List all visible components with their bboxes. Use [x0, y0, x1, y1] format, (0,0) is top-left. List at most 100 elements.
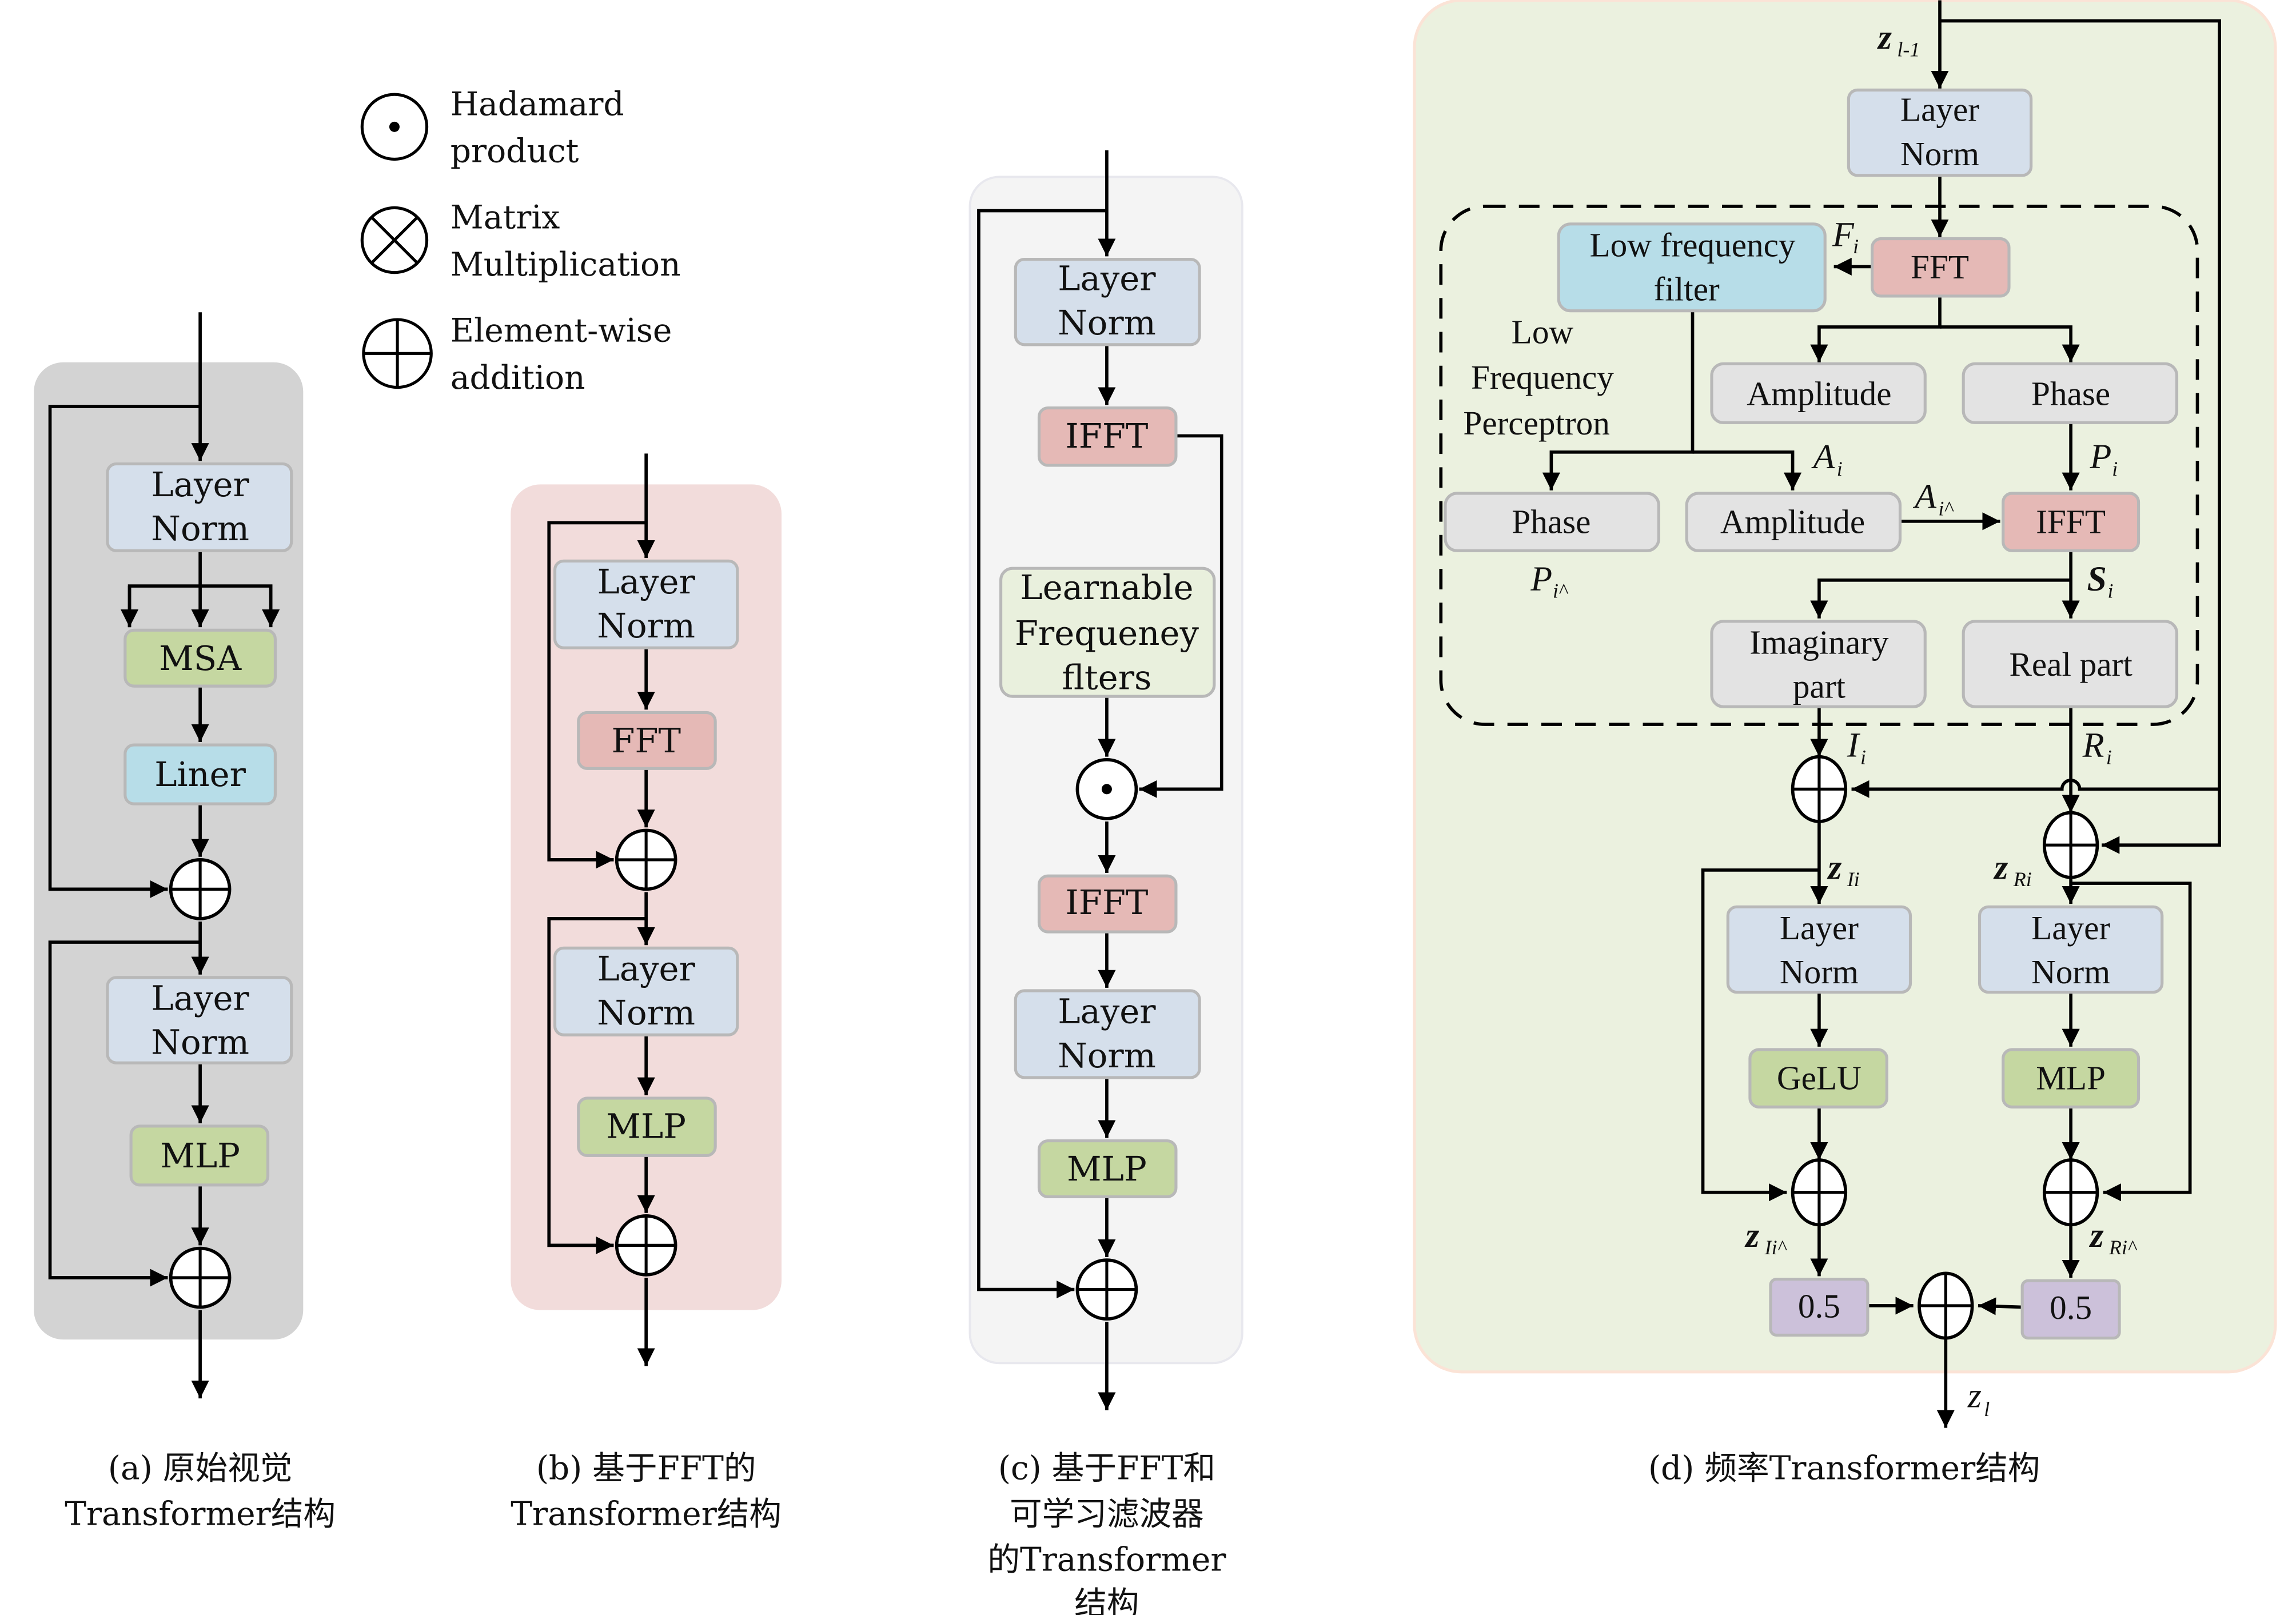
- symbol-sub: i: [1837, 457, 1843, 480]
- block-label: MLP: [2036, 1059, 2106, 1096]
- legend-label: product: [451, 133, 579, 170]
- block-label: FFT: [611, 721, 681, 760]
- element-wise-addition-icon: [2042, 1158, 2099, 1227]
- symbol-base: I: [1847, 726, 1860, 765]
- symbol-P-hat: P i^: [1530, 560, 1569, 603]
- symbol-sub: Ii: [1847, 868, 1860, 891]
- real-part-block: Real part: [1962, 620, 2179, 708]
- panel-c-caption: 的Transformer: [987, 1541, 1226, 1578]
- symbol-sub: l-1: [1897, 38, 1920, 61]
- block-label: Liner: [154, 755, 246, 794]
- symbol-base: z: [1877, 18, 1892, 57]
- legend-label: addition: [451, 359, 585, 397]
- amplitude-block: Amplitude: [1710, 362, 1927, 424]
- block-label: Layer: [2031, 909, 2110, 947]
- legend-label: Element-wise: [451, 312, 672, 350]
- hadamard-product-icon: [1075, 758, 1138, 820]
- ifft-block: IFFT: [1037, 406, 1178, 467]
- legend: Hadamard product Matrix Multiplication E…: [360, 85, 681, 397]
- matrix-multiplication-icon: [360, 206, 429, 274]
- block-label: Norm: [597, 993, 695, 1032]
- block-label: Layer: [1058, 259, 1156, 298]
- block-label: filter: [1654, 270, 1720, 308]
- element-wise-addition-icon: [169, 1246, 232, 1309]
- block-label: part: [1793, 668, 1846, 705]
- symbol-S: S i: [2087, 560, 2113, 603]
- block-label: Layer: [151, 978, 249, 1018]
- symbol-z-real-hat: z Ri^: [2089, 1216, 2138, 1259]
- symbol-z-real: z Ri: [1993, 848, 2031, 891]
- mlp-block: MLP: [2002, 1048, 2140, 1108]
- symbol-z-output: z l: [1967, 1377, 1990, 1421]
- block-label: Real part: [2009, 645, 2132, 683]
- panel-a-caption: Transformer结构: [65, 1496, 336, 1533]
- block-label: Amplitude: [1720, 503, 1865, 540]
- scale-factor-block: 0.5: [2020, 1279, 2121, 1340]
- block-label: IFFT: [1065, 883, 1148, 922]
- layer-norm-block: Layer Norm: [106, 976, 293, 1064]
- symbol-base: z: [1993, 848, 2008, 887]
- ifft-block: IFFT: [1037, 874, 1178, 934]
- panel-b-fft-transformer: Layer Norm FFT Layer Norm MLP (b) 基于FFT的…: [511, 453, 782, 1533]
- element-wise-addition-icon: [362, 318, 433, 389]
- mlp-block: MLP: [1037, 1139, 1178, 1198]
- block-label: 0.5: [1798, 1287, 1840, 1325]
- symbol-A-hat: A i^: [1912, 477, 1954, 520]
- block-label: Norm: [2031, 953, 2110, 991]
- block-label: Learnable: [1020, 568, 1193, 607]
- module-label: Frequency: [1471, 358, 1614, 396]
- block-label: MLP: [160, 1136, 240, 1175]
- ifft-block: IFFT: [2002, 492, 2140, 552]
- block-label: Layer: [1058, 992, 1156, 1031]
- block-label: flters: [1062, 657, 1151, 697]
- module-label: Perceptron: [1463, 404, 1609, 442]
- symbol-R: R i: [2082, 726, 2112, 769]
- block-label: Phase: [2031, 374, 2110, 412]
- symbol-sub: Ri^: [2108, 1236, 2138, 1259]
- block-label: 0.5: [2050, 1289, 2092, 1326]
- fft-block: FFT: [577, 711, 717, 770]
- symbol-sub: i: [1853, 235, 1859, 258]
- block-label: Phase: [1512, 503, 1591, 540]
- block-label: Norm: [151, 509, 249, 548]
- block-label: Layer: [151, 465, 249, 504]
- symbol-base: z: [1744, 1216, 1759, 1255]
- mlp-block: MLP: [129, 1124, 270, 1187]
- symbol-sub: i: [1860, 746, 1866, 769]
- phase-block: Phase: [1444, 492, 1660, 552]
- panel-d-frequency-transformer: Layer Norm Low frequency filter FFT Ampl…: [1413, 0, 2277, 1488]
- symbol-base: z: [2089, 1216, 2104, 1255]
- block-label: Layer: [1900, 91, 1979, 129]
- block-label: Norm: [597, 606, 695, 645]
- block-label: Amplitude: [1747, 374, 1891, 412]
- symbol-z-imag-hat: z Ii^: [1744, 1216, 1787, 1259]
- symbol-base: P: [1530, 560, 1552, 599]
- panel-c-caption: 可学习滤波器: [1010, 1496, 1204, 1533]
- linear-block: Liner: [123, 743, 277, 805]
- symbol-base: z: [1827, 848, 1841, 887]
- symbol-sub: i: [2112, 457, 2118, 480]
- block-label: Frequeney: [1015, 613, 1199, 653]
- element-wise-addition-icon: [615, 828, 677, 891]
- element-wise-addition-icon: [1075, 1258, 1138, 1321]
- symbol-I: I i: [1847, 726, 1866, 769]
- block-label: MSA: [159, 639, 242, 678]
- block-label: Low frequency: [1590, 226, 1796, 264]
- panel-b-caption: Transformer结构: [511, 1496, 782, 1533]
- layer-norm-block: Layer Norm: [553, 559, 739, 649]
- panel-a-background: [34, 362, 304, 1340]
- symbol-P: P i: [2090, 437, 2118, 480]
- fft-block: FFT: [1871, 237, 2011, 298]
- symbol-base: P: [2090, 437, 2112, 476]
- block-label: Norm: [1058, 1036, 1156, 1075]
- block-label: Layer: [1780, 909, 1859, 947]
- legend-label: Multiplication: [451, 246, 681, 284]
- panel-d-caption: (d) 频率Transformer结构: [1648, 1450, 2040, 1488]
- symbol-base: A: [1912, 477, 1936, 516]
- block-label: IFFT: [2036, 503, 2106, 540]
- scale-factor-block: 0.5: [1769, 1278, 1870, 1337]
- phase-block: Phase: [1962, 362, 2179, 424]
- panel-c-caption: (c) 基于FFT和: [998, 1450, 1215, 1488]
- layer-norm-block: Layer Norm: [1726, 905, 1912, 994]
- layer-norm-block: Layer Norm: [1014, 989, 1201, 1079]
